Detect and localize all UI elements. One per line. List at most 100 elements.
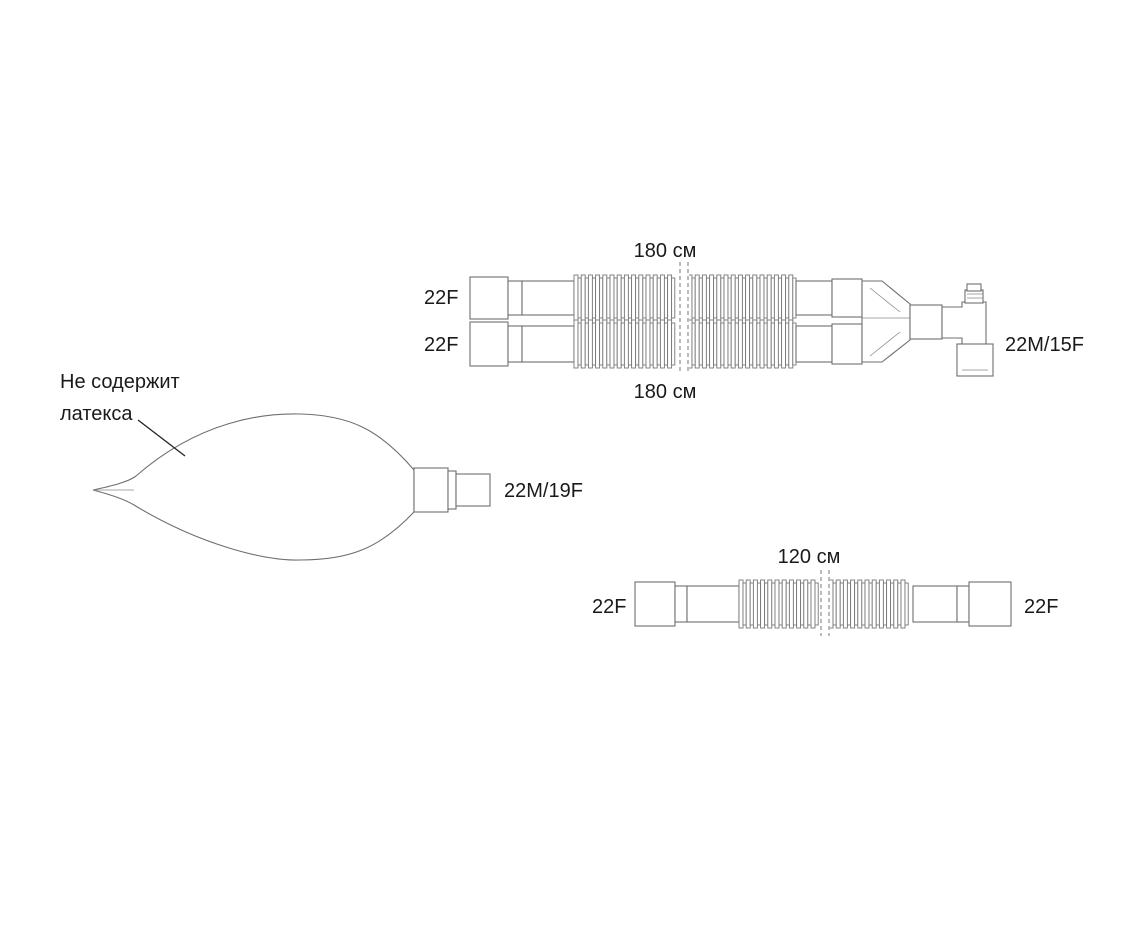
tube-rib	[638, 274, 644, 322]
tube-rib	[659, 319, 665, 369]
tube-rib	[631, 319, 637, 369]
tube-rib-valley	[720, 277, 725, 319]
tube-rib-valley	[591, 322, 597, 366]
tube-rib	[900, 579, 906, 629]
tube-rib	[694, 274, 700, 322]
tube-rib	[857, 579, 863, 629]
tube-rib-valley	[698, 277, 703, 319]
bottom-limb-end-label: 22F	[424, 334, 458, 356]
tube-rib-valley	[777, 277, 783, 319]
tube-rib	[864, 579, 870, 629]
tube-rib-valley	[777, 322, 783, 366]
gas-sampling-threads	[967, 293, 983, 299]
top-limb-sleeve-right	[795, 280, 833, 316]
bag-connector-label: 22M/19F	[504, 480, 583, 502]
tube-rib	[667, 319, 673, 369]
y-piece-body	[861, 280, 911, 363]
tube-rib	[738, 579, 744, 629]
tube-rib-valley	[656, 322, 661, 366]
tube-rib-valley	[763, 277, 768, 319]
tube-rib	[835, 579, 841, 629]
tube-rib	[667, 274, 673, 322]
tube-rib-valley	[649, 277, 654, 319]
bottom-limb-collar-right	[831, 323, 863, 365]
bag-body	[92, 413, 415, 561]
tube-rib	[803, 579, 809, 629]
tube-rib	[781, 319, 787, 369]
tube-rib	[871, 579, 877, 629]
bottom-limb-collar	[507, 325, 523, 363]
tube-rib	[652, 319, 658, 369]
top-limb-collar-right	[831, 278, 863, 318]
tube-rib	[774, 579, 780, 629]
tube-rib-valley	[897, 582, 902, 626]
tube-rib-valley	[756, 322, 761, 366]
tube-rib-valley	[839, 582, 844, 626]
tube-rib	[752, 319, 758, 369]
tube-rib-valley	[882, 582, 888, 626]
tube-rib-valley	[620, 277, 625, 319]
tube-rib	[694, 319, 700, 369]
tube-rib	[781, 274, 787, 322]
tube-rib-valley	[599, 322, 604, 366]
short-hose-right-cuff	[968, 581, 1012, 627]
tube-rib	[767, 579, 773, 629]
short-hose-corrugation-left	[738, 579, 819, 629]
tube-rib-valley	[771, 582, 776, 626]
bottom-limb	[469, 319, 863, 369]
tube-rib	[730, 319, 736, 369]
tube-rib	[759, 274, 765, 322]
tube-rib-valley	[861, 582, 866, 626]
bag-note-line1: Не содержит	[60, 371, 180, 393]
tube-rib-valley	[599, 277, 604, 319]
short-hose: 120 см 22F 22F	[592, 546, 1058, 636]
tube-rib	[701, 319, 707, 369]
y-piece-outlet	[909, 304, 943, 340]
tube-rib	[752, 579, 758, 629]
tube-rib	[609, 319, 615, 369]
short-hose-left-cuff	[634, 581, 676, 627]
tube-rib-valley	[764, 582, 769, 626]
tube-rib	[893, 579, 899, 629]
tube-rib-valley	[846, 582, 852, 626]
tube-rib	[781, 579, 787, 629]
top-limb-collar	[507, 280, 523, 316]
tube-rib-valley	[785, 582, 790, 626]
tube-rib	[766, 274, 772, 322]
tube-rib-valley	[577, 322, 582, 366]
tube-rib	[580, 319, 586, 369]
tube-rib-valley	[627, 322, 633, 366]
tube-rib	[878, 579, 884, 629]
bottom-limb-corrugation-left	[573, 319, 676, 369]
tube-rib	[645, 274, 651, 322]
tube-rib-valley	[741, 277, 747, 319]
top-limb-sleeve-left	[521, 280, 575, 316]
tube-rib-valley	[890, 582, 895, 626]
tube-rib	[595, 274, 601, 322]
tube-rib	[766, 319, 772, 369]
tube-rib-valley	[770, 277, 775, 319]
dual-limb-break-mark	[679, 262, 689, 372]
tube-rib-valley	[742, 582, 747, 626]
tube-rib-valley	[620, 322, 625, 366]
tube-rib	[602, 319, 608, 369]
tube-rib	[623, 319, 629, 369]
tube-rib	[659, 274, 665, 322]
bottom-limb-sleeve-left	[521, 325, 575, 363]
tube-rib	[573, 319, 579, 369]
tube-rib	[623, 274, 629, 322]
short-hose-break-gap	[820, 570, 830, 636]
tube-rib	[631, 274, 637, 322]
tube-rib	[842, 579, 848, 629]
tube-rib	[638, 319, 644, 369]
tube-rib	[609, 274, 615, 322]
short-hose-right-label: 22F	[1024, 596, 1058, 618]
tube-rib	[745, 579, 751, 629]
tube-rib-valley	[792, 582, 798, 626]
tube-rib-valley	[606, 322, 611, 366]
top-limb-end-label: 22F	[424, 287, 458, 309]
tube-rib-valley	[705, 277, 711, 319]
tube-rib-valley	[691, 322, 696, 366]
short-hose-left-sleeve	[686, 585, 740, 623]
